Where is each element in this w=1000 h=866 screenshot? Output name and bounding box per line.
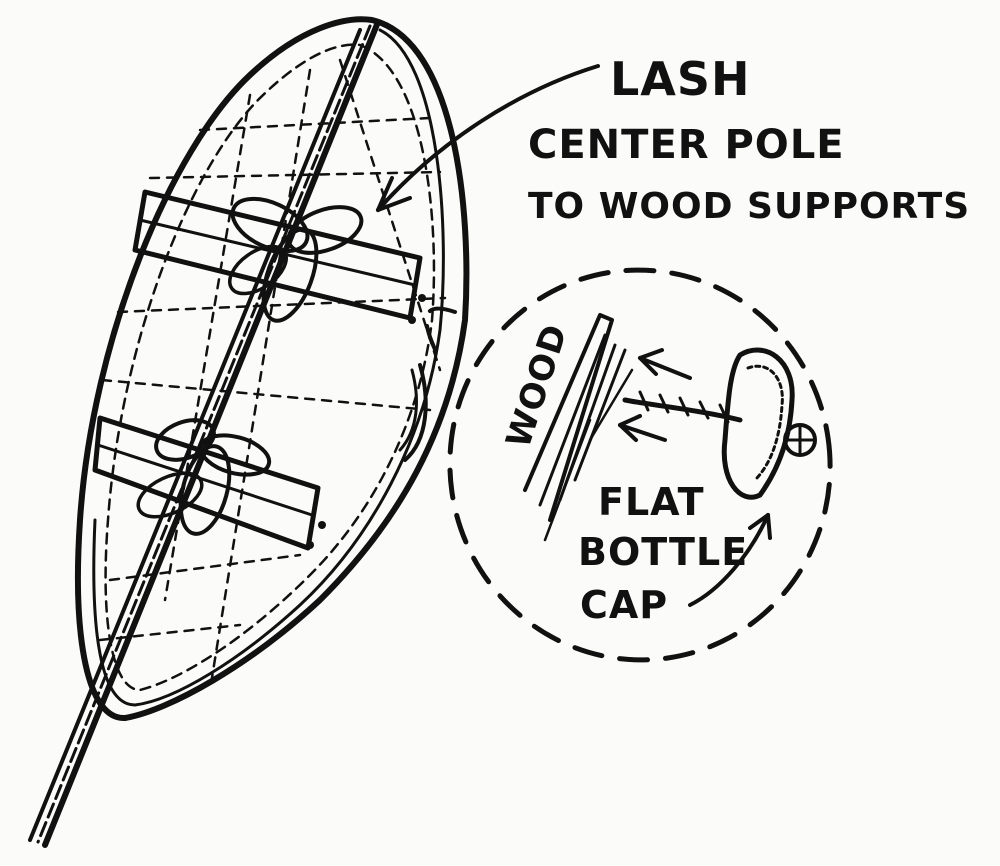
detail-nail: [625, 392, 740, 422]
wood-label: WOOD: [499, 319, 576, 453]
dashed-vertical-ribs: [165, 60, 440, 690]
inner-dashed-rim: [106, 45, 434, 690]
cap-label-line-3: CAP: [580, 583, 668, 627]
callout-line-1: LASH: [610, 52, 751, 106]
center-pole: [30, 22, 378, 845]
callout-line-2: CENTER POLE: [528, 122, 845, 168]
detail-bottle-cap: [724, 350, 815, 497]
cap-label-line-1: FLAT: [598, 480, 705, 524]
cap-label-line-2: BOTTLE: [578, 530, 748, 574]
callout-label: LASH CENTER POLE TO WOOD SUPPORTS: [528, 52, 970, 227]
callout-line-3: TO WOOD SUPPORTS: [528, 186, 970, 227]
